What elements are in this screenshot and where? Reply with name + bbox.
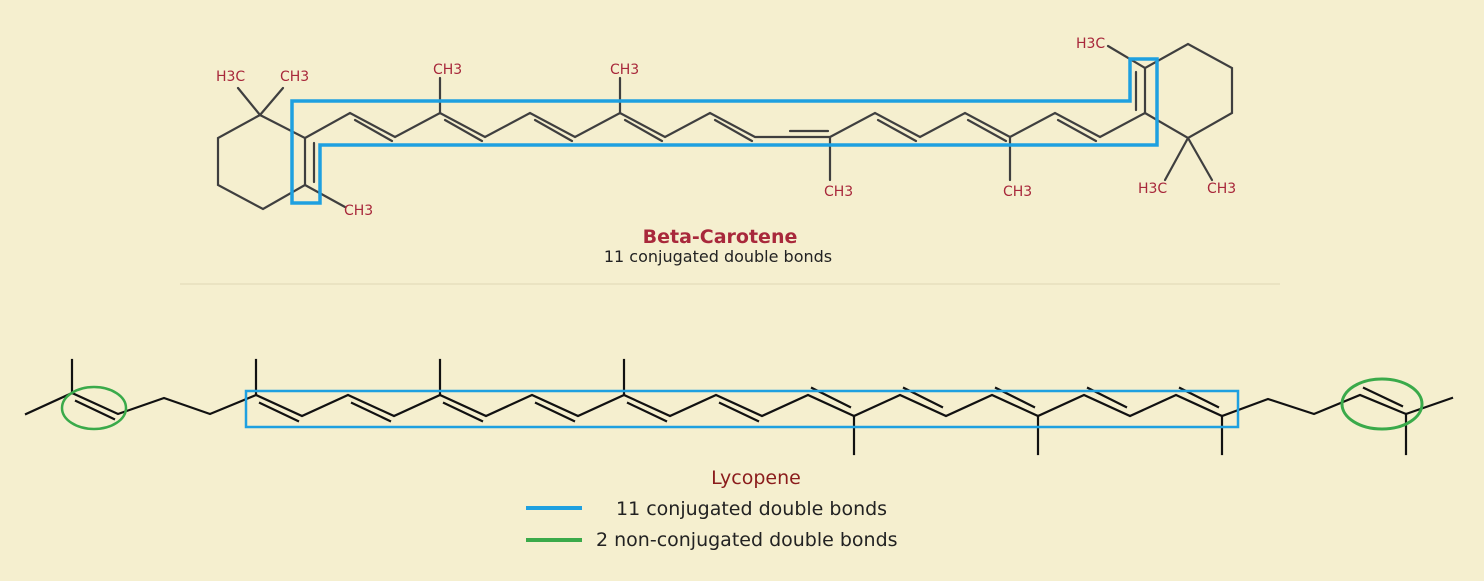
- lycopene-nonconjugated-left: [60, 385, 128, 431]
- label-ch3-bottom-2: CH3: [1003, 184, 1032, 200]
- label-left-ch3-top: CH3: [280, 69, 309, 85]
- lycopene-chain: [24, 391, 1454, 418]
- beta-carotene-conjugation-highlight: [290, 57, 1159, 205]
- lycopene-title: Lycopene: [711, 467, 801, 489]
- label-ch3-top-1: CH3: [433, 62, 462, 78]
- legend-label-nonconjugated: 2 non-conjugated double bonds: [596, 529, 898, 551]
- chain-double-bonds: [353, 118, 1098, 143]
- beta-carotene-structure: H3C CH3 CH3 CH3 CH3 CH3 CH3 H3C H3C CH3 …: [216, 36, 1236, 266]
- legend-label-conjugated: 11 conjugated double bonds: [616, 498, 887, 520]
- right-methyl-bond-3: [1186, 136, 1214, 182]
- label-ch3-top-2: CH3: [610, 62, 639, 78]
- right-methyl-bond-1: [1106, 44, 1147, 70]
- label-left-h3c: H3C: [216, 69, 245, 85]
- left-methyl-bond-3: [303, 183, 347, 209]
- lycopene-conjugation-highlight: [244, 389, 1240, 429]
- label-ch3-bottom-1: CH3: [824, 184, 853, 200]
- label-right-ch3-bottom: CH3: [1207, 181, 1236, 197]
- legend: 11 conjugated double bonds 2 non-conjuga…: [526, 498, 898, 551]
- lycopene-structure: Lycopene: [24, 358, 1454, 489]
- label-right-h3c-top: H3C: [1076, 36, 1105, 52]
- lycopene-nonconjugated-right: [1340, 377, 1424, 431]
- right-methyl-bond-2: [1163, 136, 1190, 182]
- beta-carotene-subtitle: 11 conjugated double bonds: [604, 247, 832, 266]
- left-methyl-bond-1: [236, 86, 262, 117]
- left-methyl-bond-2: [258, 86, 285, 117]
- beta-carotene-title: Beta-Carotene: [643, 226, 798, 248]
- label-right-h3c-bottom: H3C: [1138, 181, 1167, 197]
- label-left-ch3-bottom: CH3: [344, 203, 373, 219]
